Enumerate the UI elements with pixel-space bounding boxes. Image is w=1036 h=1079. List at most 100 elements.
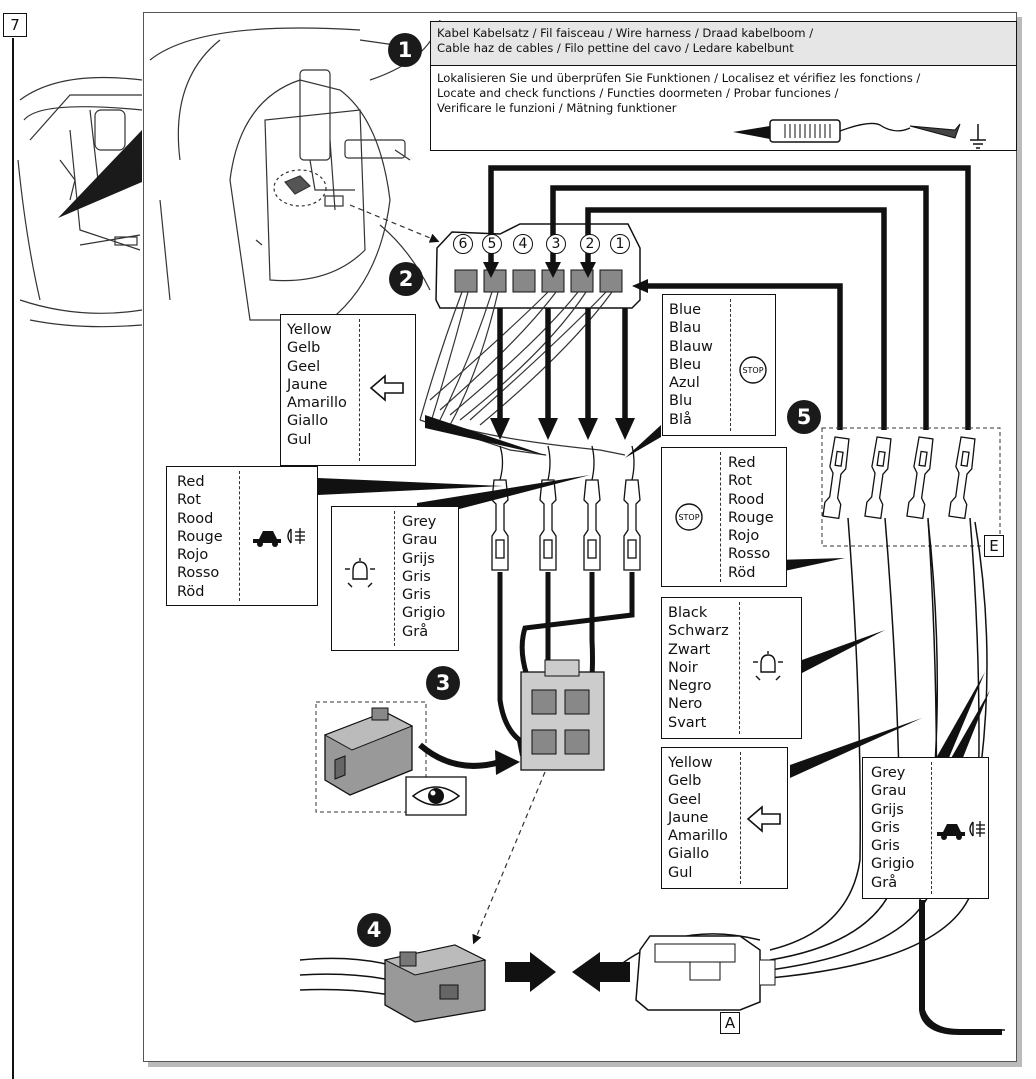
terminal-pins-right [822,436,976,520]
legend-word: Rouge [728,509,774,526]
legend-word: Giallo [668,846,710,863]
legend-word: Grau [402,532,438,549]
legend-word: Grau [871,783,907,800]
legend-word: Blue [669,302,702,318]
pin-number-2: 2 [580,234,600,254]
callout-3: 3 [426,666,460,700]
legend-grey-left: Grey Grau Grijs Gris Gris Grigio Grå [331,506,459,651]
legend-yellow-right: Yellow Gelb Geel Jaune Amarillo Giallo G… [661,747,788,889]
terminal-group-e [821,427,1001,547]
legend-word: Röd [177,583,205,600]
header-title: Kabel Kabelsatz / Fil faisceau / Wire ha… [431,22,1016,66]
legend-word: Grijs [402,550,435,567]
legend-word: Geel [668,791,702,808]
legend-word: Jaune [287,376,328,393]
legend-word: Jaune [668,809,709,826]
step-number: 7 [3,13,27,37]
legend-word: Red [177,474,205,490]
legend-word: Rosso [728,546,771,563]
legend-word: Röd [728,564,756,581]
pin-number-5: 5 [482,234,502,254]
legend-word: Rot [728,473,752,490]
eye-icon [411,786,461,806]
legend-word: Gris [871,838,900,855]
vehicle-overview-sketch [17,76,143,328]
legend-word: Rojo [728,528,760,545]
legend-word: Rouge [177,528,223,545]
header-desc-line: Lokalisieren Sie und überprüfen Sie Funk… [437,71,921,85]
legend-word: Gul [287,431,312,448]
callout-2: 2 [389,262,423,296]
callout-1: 1 [388,33,422,67]
legend-word: Blu [669,393,693,410]
legend-word: Nero [668,696,703,713]
vehicle-socket-connector [383,944,487,1023]
pin-number-6: 6 [453,234,473,254]
turn-signal-arrow-icon [746,805,781,833]
legend-word: Red [728,455,756,471]
legend-word: Grijs [871,801,904,818]
turn-signal-arrow-icon [369,374,404,402]
legend-word: Gris [871,819,900,836]
legend-word: Yellow [668,755,713,771]
legend-word: Geel [287,358,321,375]
legend-word: Rot [177,492,201,509]
stop-light-icon: STOP [675,503,703,531]
svg-text:STOP: STOP [742,366,763,375]
legend-word: Grigio [871,856,915,873]
step-rule [12,38,14,1079]
test-probe-icon [733,119,986,149]
label-e: E [984,535,1004,557]
pin-number-1: 1 [610,234,630,254]
legend-word: Svart [668,714,707,731]
legend-word: Black [668,605,708,621]
legend-word: Blå [669,411,692,428]
stop-light-icon: STOP [739,356,767,384]
callout-4: 4 [357,913,391,947]
legend-word: Blauw [669,338,713,355]
zoom-wedge [58,130,142,218]
legend-word: Yellow [287,322,332,338]
legend-word: Amarillo [668,828,728,845]
legend-word: Rood [728,491,765,508]
legend-word: Zwart [668,641,711,658]
legend-word: Gul [668,864,693,881]
terminal-pins-left [491,479,641,571]
push-arrow-right [505,952,556,992]
legend-black: Black Schwarz Zwart Noir Negro Nero Svar… [661,597,802,739]
header-description: Lokalisieren Sie und überprüfen Sie Funk… [431,66,1016,121]
legend-word: Rood [177,510,214,527]
trunk-detail-sketch [149,19,441,321]
header-title-line: Cable haz de cables / Filo pettine del c… [437,41,794,55]
legend-word: Gris [402,587,431,604]
legend-word: Grigio [402,605,446,622]
header-desc-line: Locate and check functions / Functies do… [437,86,839,100]
harness-plug-connector-a [635,935,776,1011]
four-pin-block [520,659,605,771]
legend-word: Grå [871,874,898,891]
legend-word: Schwarz [668,623,729,640]
instruction-header: Kabel Kabelsatz / Fil faisceau / Wire ha… [430,21,1017,151]
pin-number-3: 3 [546,234,566,254]
legend-word: Noir [668,659,698,676]
legend-blue: Blue Blau Blauw Bleu Azul Blu Blå STOP [662,294,776,436]
connector-detail-image [323,707,414,796]
legend-yellow-left: Yellow Gelb Geel Jaune Amarillo Giallo G… [280,314,416,466]
callout-5: 5 [787,400,821,434]
header-title-line: Kabel Kabelsatz / Fil faisceau / Wire ha… [437,26,814,40]
legend-word: Negro [668,678,712,695]
legend-word: Gris [402,568,431,585]
pin-number-4: 4 [513,234,533,254]
legend-word: Blau [669,320,702,337]
reverse-light-icon [753,651,783,681]
legend-word: Grey [402,514,437,530]
fog-tail-light-icon [937,821,985,840]
legend-word: Grå [402,623,429,640]
svg-text:STOP: STOP [678,513,699,522]
label-a: A [720,1012,740,1034]
legend-word: Giallo [287,413,329,430]
routing-arrowheads [483,262,648,440]
legend-word: Gelb [287,340,321,357]
header-desc-line: Verificare le funzioni / Mätning funktio… [437,101,677,115]
